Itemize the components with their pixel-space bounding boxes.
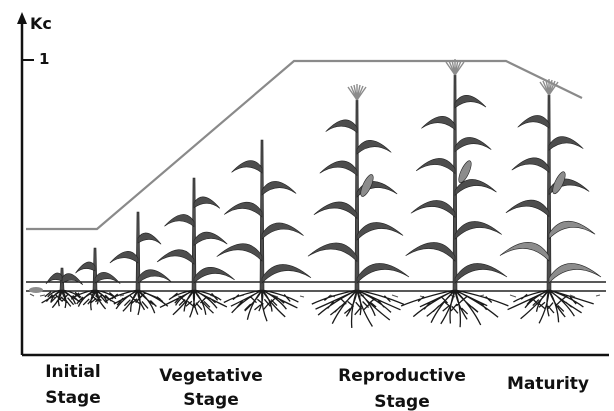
corn-leaf [518, 115, 549, 128]
corn-leaf [262, 264, 311, 283]
corn-leaf [138, 233, 161, 244]
root-system [312, 290, 404, 328]
corn-leaf [512, 158, 549, 173]
corn-leaf [194, 232, 227, 245]
corn-leaf [455, 95, 486, 108]
corn-plant-icon [401, 59, 508, 327]
stage-label-reproductive-line2: Stage [374, 392, 430, 411]
corn-leaf [157, 250, 194, 265]
seedling-icon [71, 248, 120, 310]
corn-tassel [348, 84, 366, 100]
root-system [160, 290, 227, 317]
root-system [224, 290, 299, 321]
stage-label-initial-line2: Stage [45, 388, 101, 408]
corn-leaf [217, 244, 262, 261]
kc-curve-line [26, 61, 582, 229]
corn-leaf [455, 221, 502, 239]
corn-leaf [232, 161, 262, 173]
y-axis-arrow-icon [17, 12, 27, 24]
plants-group [29, 59, 601, 328]
y-tick-label: 1 [39, 50, 49, 68]
seedling-icon [42, 268, 83, 308]
corn-leaf [326, 120, 357, 133]
corn-leaf [357, 222, 403, 240]
corn-leaf [549, 221, 595, 239]
stage-label-reproductive-line1: Reproductive [338, 366, 466, 386]
root-system [401, 290, 508, 327]
corn-leaf [194, 197, 220, 208]
corn-leaf [506, 200, 549, 217]
stage-label-vegetative-line1: Vegetative [159, 366, 263, 386]
corn-leaf [75, 262, 95, 273]
corn-leaf [357, 140, 391, 154]
corn-leaf [164, 214, 194, 226]
corn-leaf [406, 242, 455, 261]
corn-plant-icon [157, 178, 235, 317]
corn-leaf [500, 242, 549, 261]
corn-leaf [416, 158, 455, 173]
stage-label-maturity: Maturity [507, 374, 589, 394]
root-system [42, 290, 82, 308]
corn-leaf [110, 251, 138, 263]
corn-plant-icon [500, 79, 601, 323]
corn-leaf [455, 137, 491, 151]
corn-leaf [262, 181, 296, 195]
corn-plant-icon [105, 212, 171, 315]
corn-leaf [455, 263, 507, 283]
root-system [508, 290, 594, 323]
corn-leaf [314, 202, 357, 219]
corn-leaf [421, 116, 455, 129]
stage-labels: Initial Stage Vegetative Stage Reproduct… [45, 362, 589, 411]
y-axis-label: Kc [30, 14, 52, 33]
corn-leaf [62, 274, 83, 285]
corn-plant-icon [217, 140, 311, 321]
corn-stalk [192, 178, 196, 290]
corn-leaf [138, 270, 171, 283]
corn-leaf [308, 243, 357, 262]
seed-icon [29, 287, 43, 293]
stage-label-initial-line1: Initial [45, 362, 101, 382]
corn-leaf [549, 137, 583, 151]
corn-leaf [411, 200, 455, 217]
corn-leaf [194, 267, 235, 283]
stage-label-vegetative-line2: Stage [183, 390, 239, 410]
corn-leaf [320, 161, 357, 176]
corn-tassel [540, 79, 558, 95]
corn-tassel [446, 59, 464, 75]
corn-leaf [262, 223, 304, 239]
corn-leaf [549, 263, 601, 283]
corn-leaf [357, 263, 409, 283]
corn-leaf [224, 202, 262, 217]
